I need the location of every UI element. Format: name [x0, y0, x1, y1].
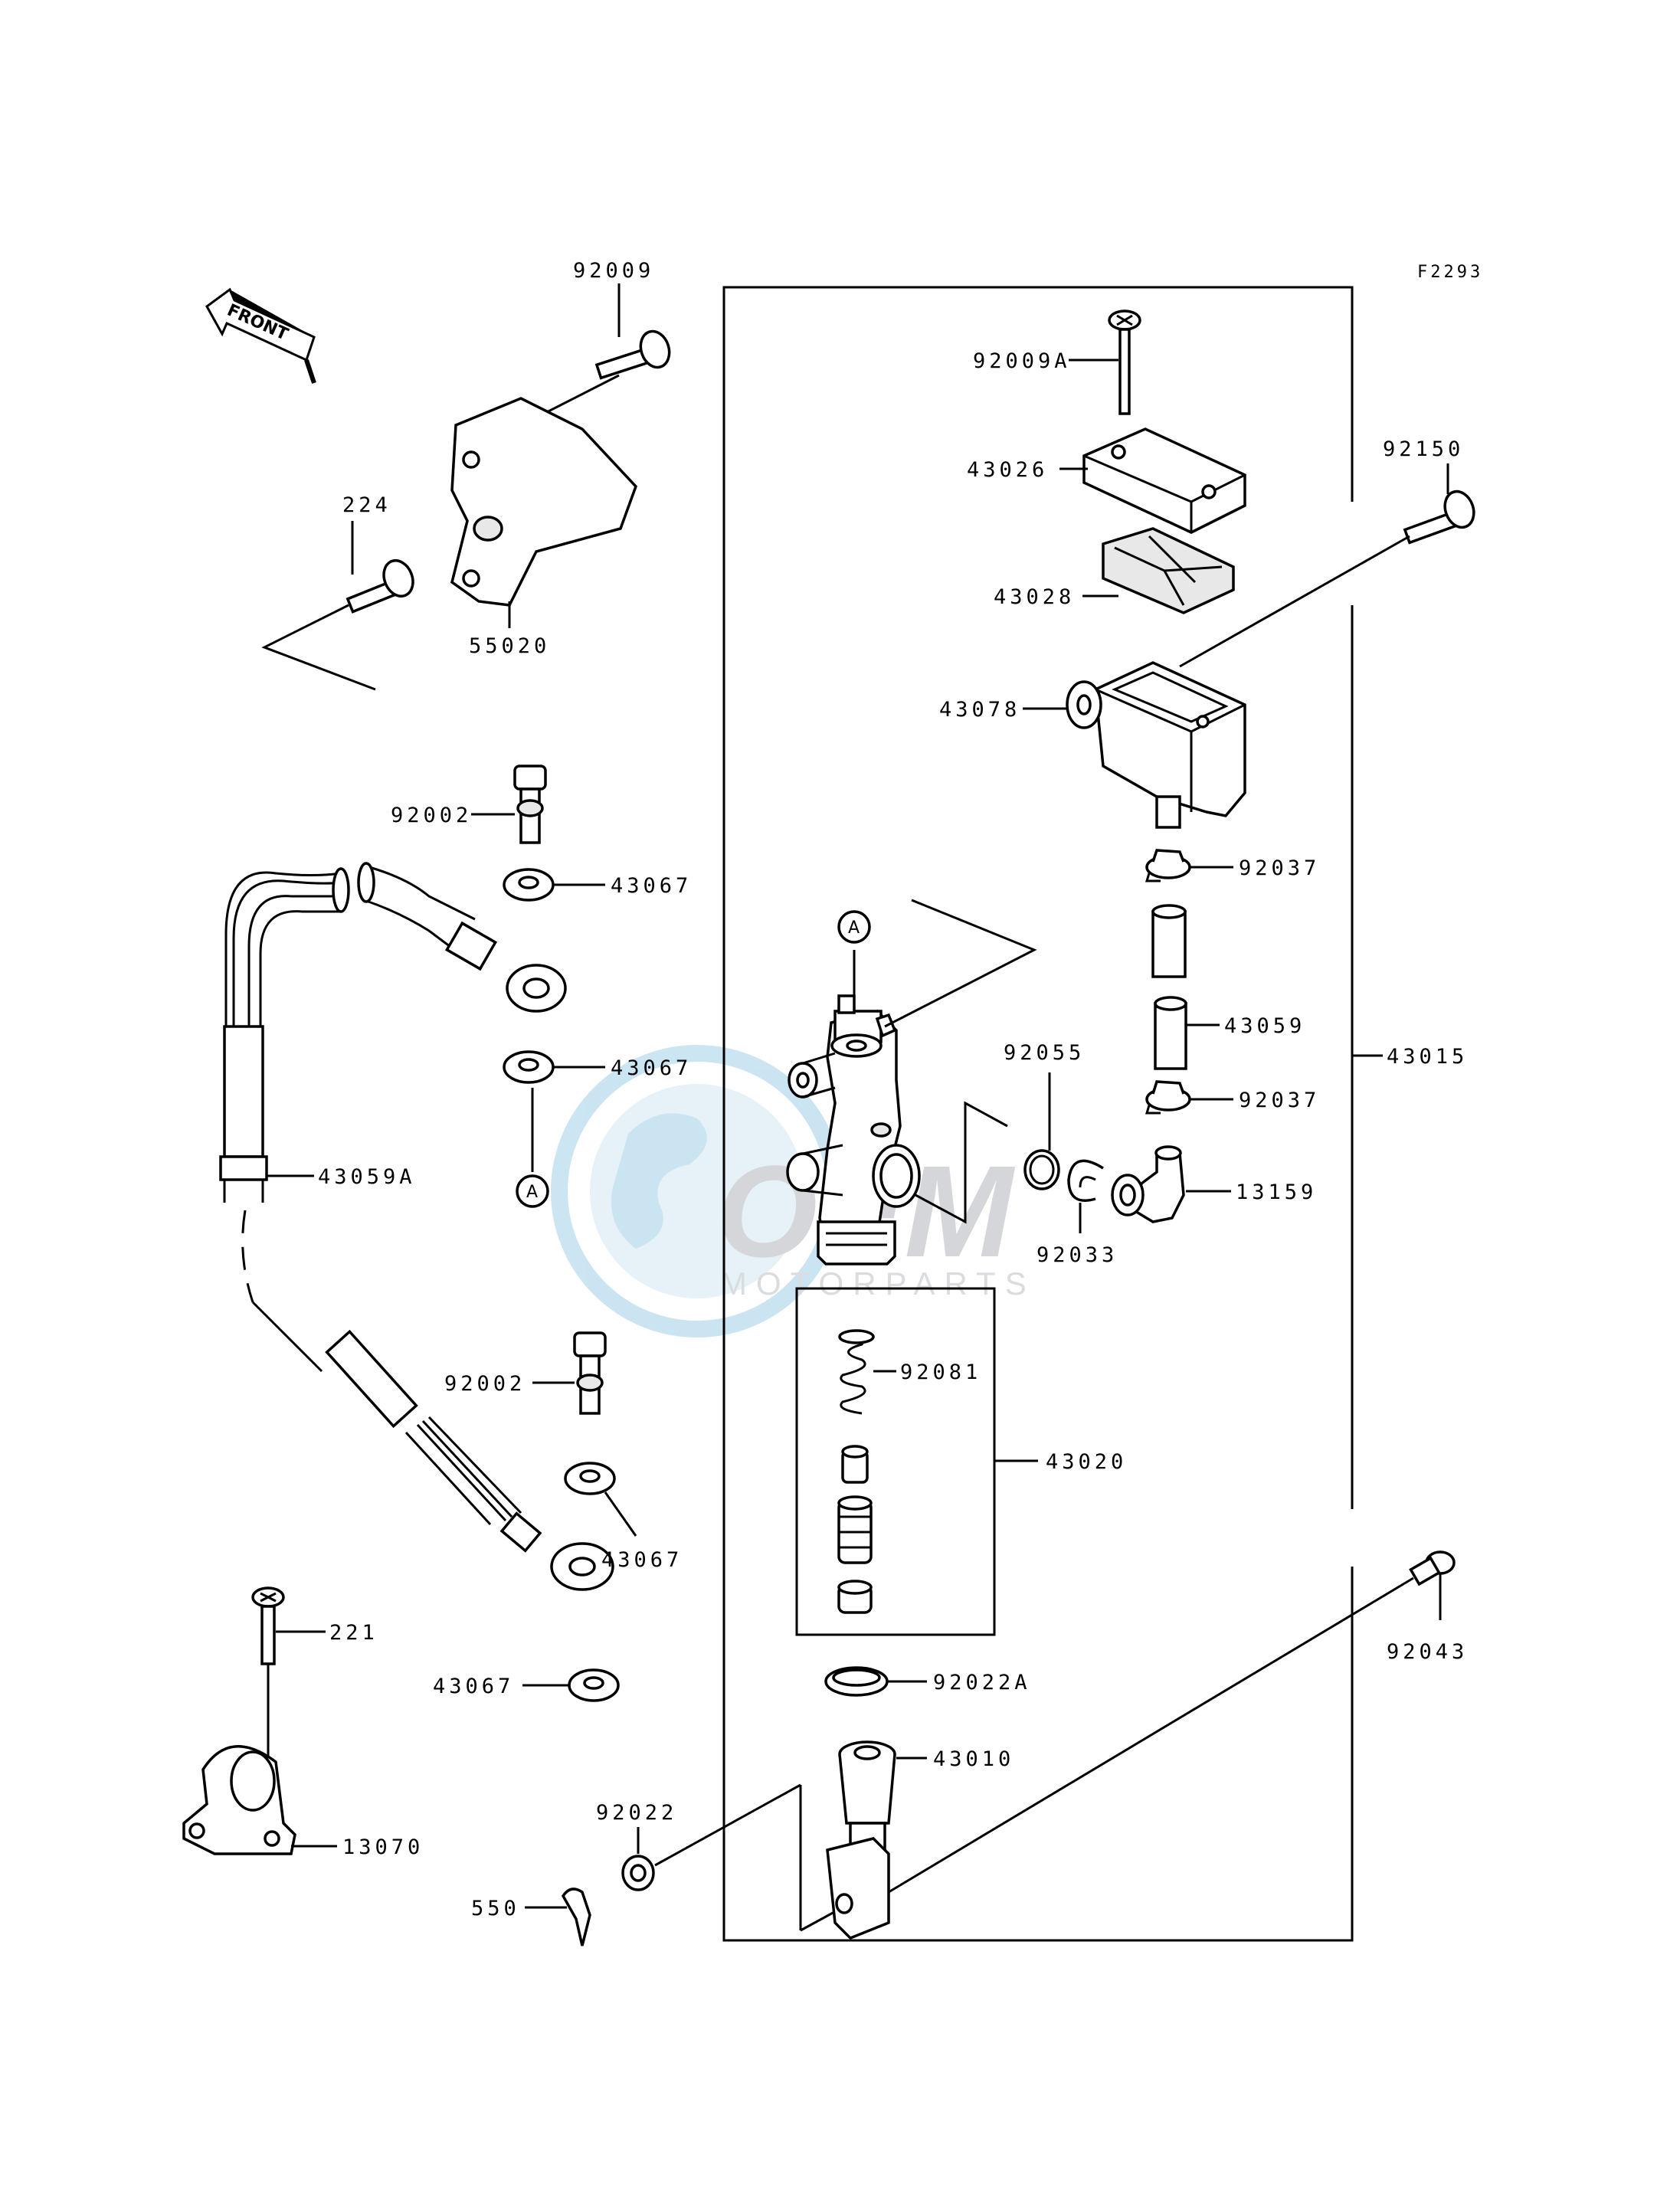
kit-box-43020 [795, 1287, 996, 1636]
part-label-92150: 92150 [1383, 437, 1464, 461]
part-label-55020: 55020 [469, 634, 550, 658]
circlip-92022A [824, 1666, 889, 1697]
part-label-550: 550 [471, 1897, 520, 1920]
bolt-224 [345, 558, 414, 614]
master-cylinder-body [786, 994, 921, 1265]
front-arrow-icon: FRONT [205, 287, 316, 384]
hose-clamp-92037-top [1145, 849, 1191, 882]
callout-a-top-label: A [848, 918, 860, 938]
part-label-92037-bottom: 92037 [1239, 1089, 1320, 1112]
part-label-92002-top: 92002 [391, 804, 472, 827]
hose-43059A-lower [325, 1329, 614, 1591]
part-label-224: 224 [342, 493, 391, 517]
screw-221 [251, 1586, 285, 1665]
part-label-43067-d: 43067 [433, 1675, 514, 1698]
part-label-43059: 43059 [1224, 1014, 1305, 1038]
pin-92043 [1409, 1550, 1456, 1586]
bracket-55020 [450, 397, 638, 607]
part-label-92009A: 92009A [973, 349, 1071, 373]
reservoir-hose-43059 [1151, 904, 1187, 1070]
cotter-pin-550 [561, 1888, 591, 1947]
part-label-43078: 43078 [939, 698, 1020, 722]
push-rod-43010 [826, 1740, 896, 1940]
part-label-43067-a: 43067 [611, 874, 692, 898]
part-label-43067-b: 43067 [611, 1056, 692, 1080]
bolt-92150 [1403, 489, 1475, 545]
hose-43059A [219, 862, 567, 1203]
reservoir-43078 [1066, 661, 1246, 829]
piston-parts [837, 1445, 873, 1614]
part-label-43067-c: 43067 [601, 1548, 683, 1572]
part-label-13070: 13070 [342, 1835, 424, 1859]
spring-92081 [838, 1329, 875, 1415]
part-label-92022A: 92022A [933, 1671, 1031, 1694]
figure-code: F2293 [1417, 263, 1483, 282]
elbow-fitting-13159 [1111, 1145, 1185, 1223]
callout-a-left-label: A [526, 1183, 538, 1202]
part-label-92022: 92022 [596, 1801, 677, 1825]
part-label-43015: 43015 [1387, 1045, 1468, 1069]
part-label-92009: 92009 [573, 259, 654, 283]
watermark-sub: MOTORPARTS [720, 1265, 1036, 1302]
part-label-92037-top: 92037 [1239, 856, 1320, 880]
part-label-13159: 13159 [1236, 1180, 1317, 1204]
part-label-92033: 92033 [1036, 1243, 1118, 1267]
part-label-43028: 43028 [994, 585, 1075, 609]
part-label-221: 221 [329, 1621, 378, 1645]
part-label-43026: 43026 [967, 458, 1048, 482]
banjo-bolt-92002-top [513, 765, 547, 844]
bolt-92009 [594, 329, 671, 380]
part-label-92055: 92055 [1004, 1041, 1085, 1065]
hose-clamp-92037-bottom [1145, 1080, 1191, 1115]
assembly-box-43015 [722, 286, 1354, 1942]
callout-a-left [516, 1174, 549, 1208]
part-label-43059A: 43059A [318, 1165, 416, 1189]
cap-43026 [1082, 427, 1246, 534]
callout-a-top [837, 910, 871, 944]
screw-92009A [1108, 309, 1141, 415]
clamp-13070 [182, 1745, 296, 1855]
part-label-43010: 43010 [933, 1747, 1014, 1771]
part-label-92002-bottom: 92002 [444, 1372, 526, 1396]
part-label-92081: 92081 [900, 1360, 981, 1384]
part-label-92043: 92043 [1387, 1640, 1468, 1664]
part-label-43020: 43020 [1046, 1450, 1127, 1474]
circlip-92033 [1067, 1159, 1104, 1202]
banjo-bolt-92002-bottom [573, 1331, 607, 1415]
diaphragm-43028 [1102, 527, 1235, 614]
